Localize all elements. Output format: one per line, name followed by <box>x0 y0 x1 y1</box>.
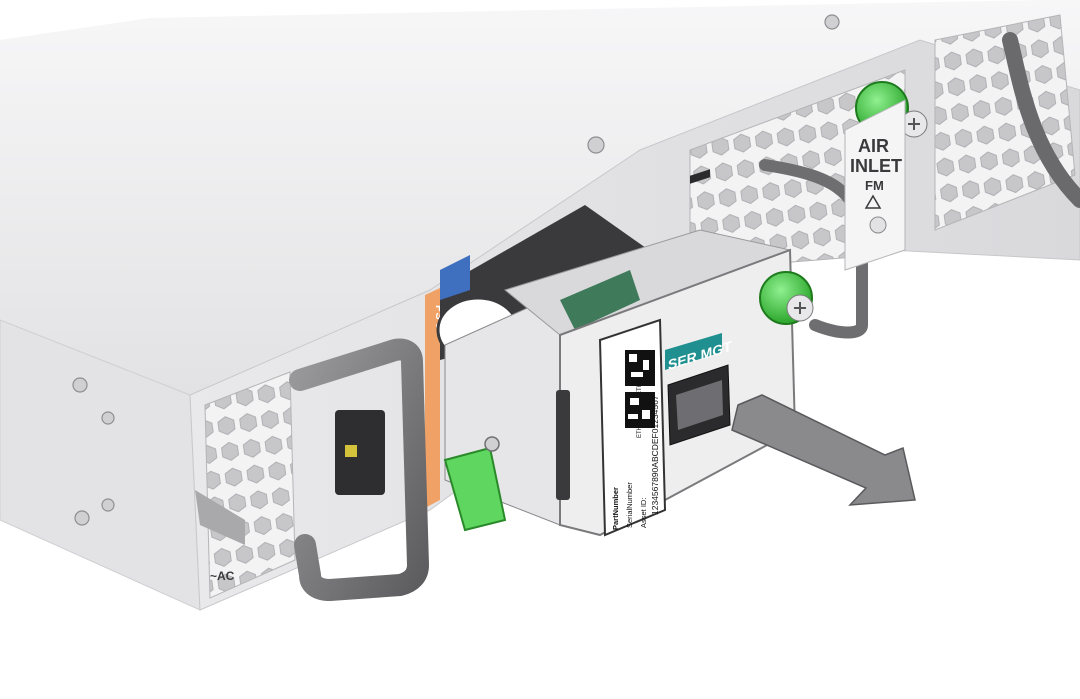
chassis-top <box>0 0 1080 395</box>
svg-text:SerialNumber: SerialNumber <box>625 482 634 528</box>
svg-text:Asset ID:: Asset ID: <box>639 498 648 528</box>
latch-tab[interactable] <box>443 446 507 532</box>
ser-mgt-label-bg <box>665 333 722 370</box>
svg-text:FM: FM <box>865 178 884 193</box>
chassis-screws <box>72 14 840 526</box>
thumbscrew-icon[interactable] <box>759 271 814 325</box>
ac-label: ~AC <box>210 569 235 583</box>
svg-text:ETH1: ETH1 <box>637 422 643 438</box>
asset-tag: 1234567890ABCDEF01234567 Asset ID: PartN… <box>598 318 667 537</box>
vent-module-right <box>934 14 1076 231</box>
air-inlet-plate: AIR INLET FM <box>844 99 906 271</box>
svg-text:ETH0: ETH0 <box>637 379 643 395</box>
svg-text:INLET: INLET <box>850 156 902 176</box>
svg-text:AIR: AIR <box>858 136 889 156</box>
removal-arrow-icon <box>731 394 916 506</box>
psu-grille <box>204 371 296 599</box>
rj45-port-icon[interactable] <box>667 169 731 446</box>
cable-right <box>1002 32 1080 208</box>
svg-text:1234567890ABCDEF01234567: 1234567890ABCDEF01234567 <box>650 395 660 515</box>
ac-inlet <box>335 410 385 495</box>
warning-icon <box>864 194 882 209</box>
svg-text:PartNumber: PartNumber <box>611 487 620 530</box>
ps-orange-strip <box>425 288 440 508</box>
power-cord-retainer[interactable] <box>289 338 429 601</box>
